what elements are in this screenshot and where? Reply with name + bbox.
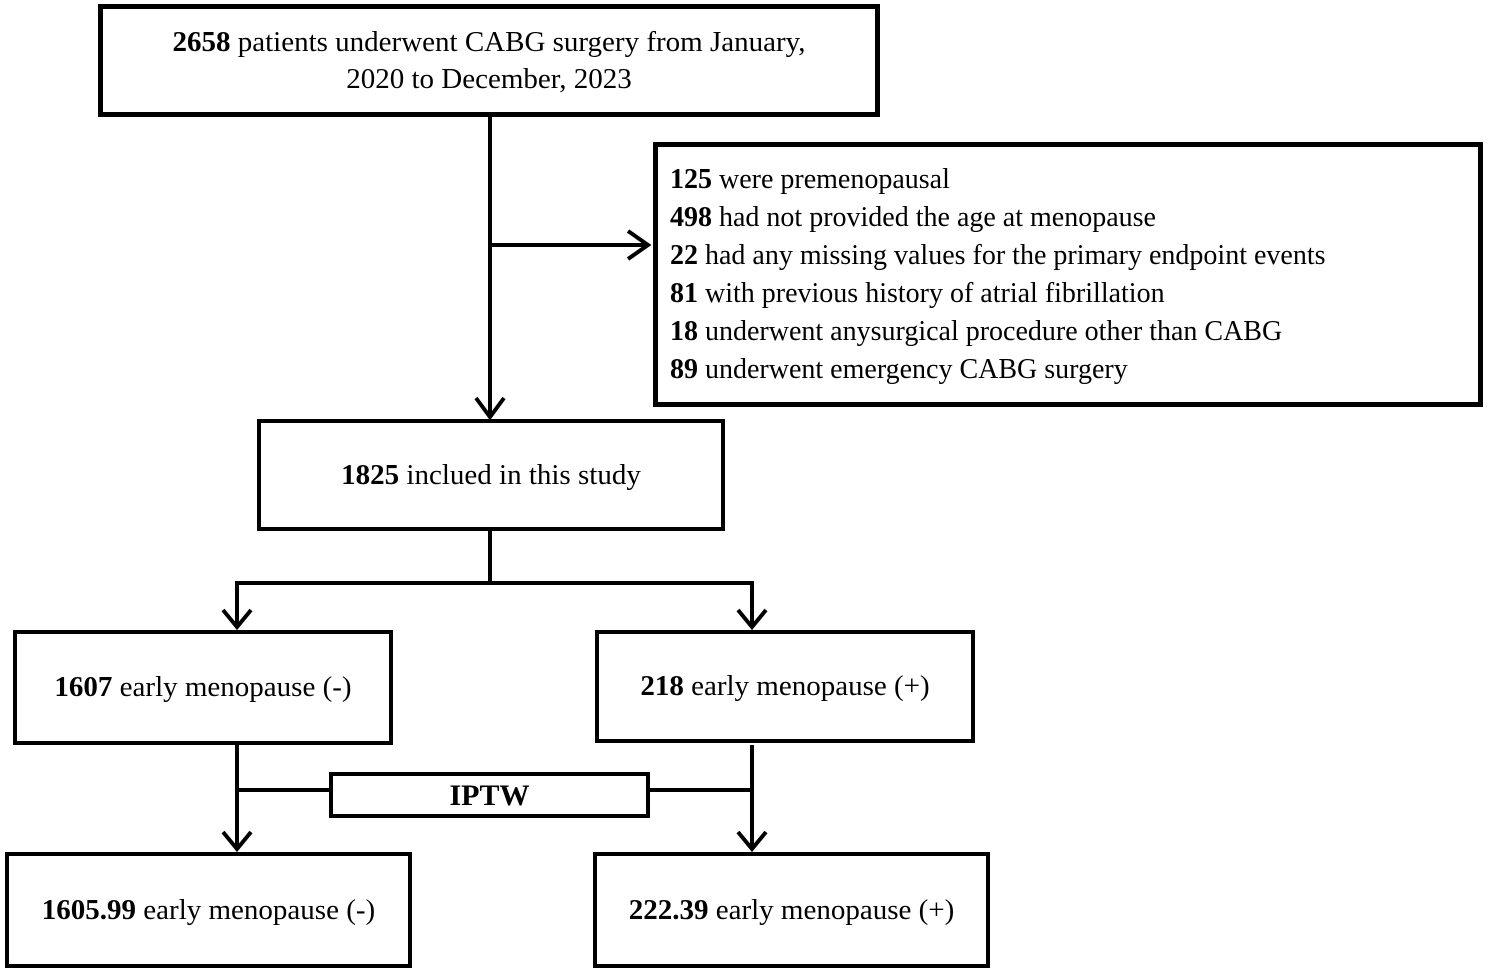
exclusion-reason: underwent anysurgical procedure other th…	[698, 315, 1283, 347]
weighted-early-menopause-box: 222.39 early menopause (+)	[593, 852, 990, 968]
included-count: 1825	[341, 458, 400, 491]
exclusion-item: 18 underwent anysurgical procedure other…	[670, 313, 1282, 351]
enrollment-box: 2658 patients underwent CABG surgery fro…	[98, 4, 880, 117]
iptw-label: IPTW	[449, 778, 530, 812]
early-menopause-text: early menopause (+)	[683, 670, 930, 702]
weighted-early-menopause-text: early menopause (+)	[708, 893, 955, 926]
exclusion-item: 125 were premenopausal	[670, 161, 950, 199]
early-menopause-label: 218 early menopause (+)	[640, 668, 929, 705]
exclusion-item: 89 underwent emergency CABG surgery	[670, 351, 1128, 389]
arrowhead-into-exclusion-box	[626, 229, 652, 261]
enrollment-text-1: patients underwent CABG surgery from Jan…	[230, 25, 806, 58]
exclusion-count: 18	[670, 315, 698, 347]
exclusion-count: 89	[670, 353, 698, 385]
exclusion-count: 498	[670, 201, 712, 233]
weighted-no-early-menopause-text: early menopause (-)	[136, 893, 376, 926]
early-menopause-box: 218 early menopause (+)	[595, 630, 975, 743]
iptw-box: IPTW	[329, 772, 650, 818]
arrowhead-into-weighted-left-box	[221, 830, 253, 853]
arrowhead-into-no-early-menopause-box	[221, 608, 253, 631]
weighted-no-early-menopause-count: 1605.99	[41, 893, 137, 926]
included-label: 1825 inclued in this study	[341, 457, 641, 494]
exclusion-count: 81	[670, 277, 698, 309]
no-early-menopause-count: 1607	[54, 671, 113, 703]
exclusion-reason: underwent emergency CABG surgery	[698, 353, 1128, 385]
weighted-no-early-menopause-box: 1605.99 early menopause (-)	[5, 852, 412, 968]
arrowhead-into-early-menopause-box	[736, 608, 768, 631]
exclusion-count: 125	[670, 163, 712, 195]
no-early-menopause-label: 1607 early menopause (-)	[54, 669, 351, 706]
exclusion-item: 81 with previous history of atrial fibri…	[670, 275, 1165, 313]
exclusion-reason: with previous history of atrial fibrilla…	[698, 277, 1165, 309]
early-menopause-count: 218	[640, 670, 684, 702]
enrollment-count: 2658	[172, 25, 231, 58]
enrollment-line-2: 2020 to December, 2023	[346, 62, 632, 95]
exclusion-count: 22	[670, 239, 698, 271]
exclusion-item: 498 had not provided the age at menopaus…	[670, 199, 1156, 237]
included-box: 1825 inclued in this study	[257, 419, 725, 531]
enrollment-line-1: 2658 patients underwent CABG surgery fro…	[172, 24, 805, 61]
arrowhead-into-weighted-right-box	[736, 830, 768, 853]
arrowhead-into-included-box	[474, 396, 506, 421]
weighted-early-menopause-label: 222.39 early menopause (+)	[629, 892, 955, 929]
weighted-early-menopause-count: 222.39	[628, 893, 709, 926]
exclusion-reason: had not provided the age at menopause	[712, 201, 1156, 233]
no-early-menopause-box: 1607 early menopause (-)	[13, 630, 393, 745]
exclusion-reason: were premenopausal	[712, 163, 950, 195]
exclusion-reason: had any missing values for the primary e…	[698, 239, 1326, 271]
no-early-menopause-text: early menopause (-)	[112, 671, 352, 703]
exclusion-box: 125 were premenopausal 498 had not provi…	[653, 142, 1483, 407]
exclusion-item: 22 had any missing values for the primar…	[670, 237, 1326, 275]
included-text: inclued in this study	[399, 458, 641, 491]
weighted-no-early-menopause-label: 1605.99 early menopause (-)	[42, 892, 375, 929]
